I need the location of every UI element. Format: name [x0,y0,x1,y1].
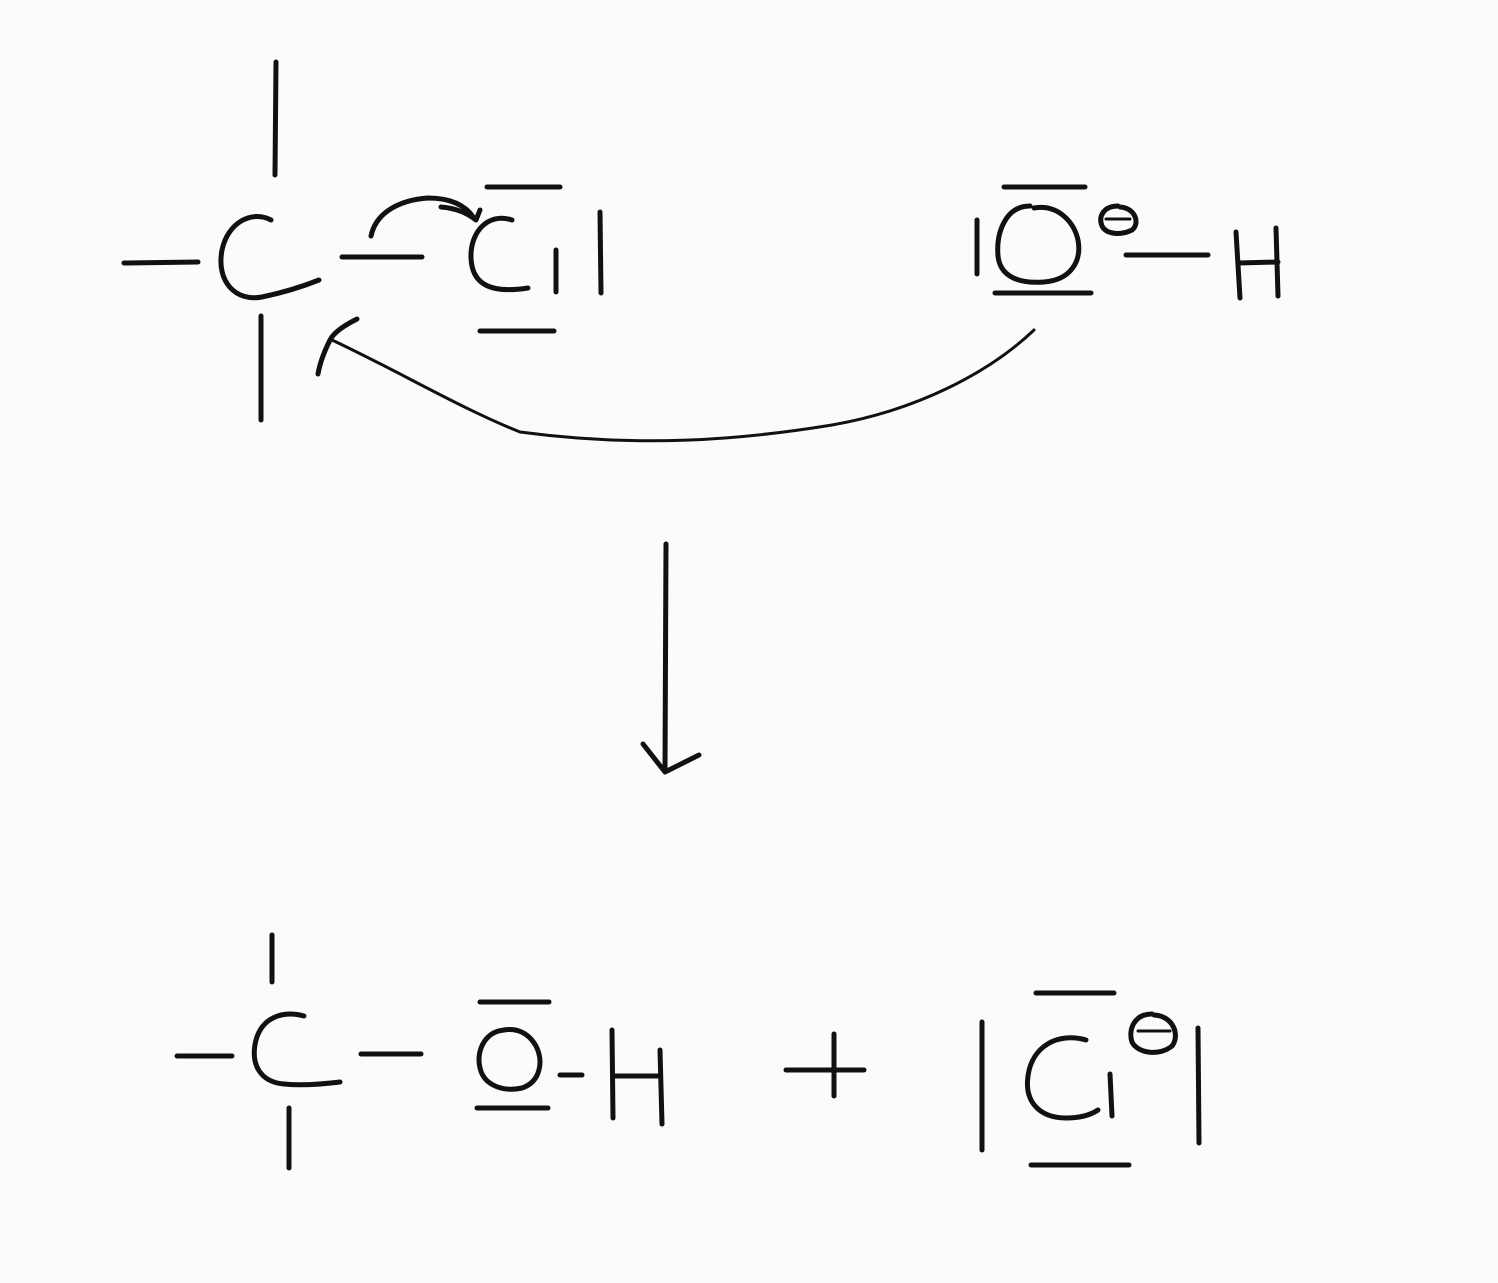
arrow-bond-to-chlorine [368,195,483,239]
chloride-negative-charge-icon [1128,1011,1178,1055]
reactant-chlorine [468,184,604,334]
product-carbon-center [174,932,343,1171]
product-chloride-ion [979,990,1202,1168]
arrow-nucleophilic-attack [315,316,1036,443]
reaction-arrow-icon [640,541,702,775]
product-oxygen-symbol [476,1027,543,1092]
product-hydroxyl [474,999,665,1127]
arrow-bond-to-chlorine-curve [368,195,477,239]
chloride-lone-pair-right [1195,1025,1202,1146]
reaction-arrow-shaft [662,541,669,773]
chloride-symbol-l [1107,1071,1115,1119]
hydrogen-symbol [1233,225,1281,301]
reactant-hydroxide [974,184,1281,301]
arrow-bond-to-chlorine-head [438,204,483,223]
charge-circle [1098,203,1139,236]
chloride-charge-circle [1128,1011,1178,1055]
hydroxide-negative-charge-icon [1098,203,1139,236]
arrow-attack-curve [330,328,1036,443]
product-carbon-symbol [251,1011,343,1088]
carbon-bond-up [272,59,279,178]
arrow-attack-head [315,316,360,377]
oxygen-symbol [995,203,1082,285]
carbon-bond-left [121,259,201,266]
plus-sign-icon [783,1031,867,1099]
chloride-symbol-c [1024,1035,1101,1121]
product-hydrogen-symbol [609,1027,665,1127]
reactant-carbon-center [121,59,322,423]
reaction-arrow-head [640,741,702,775]
chlorine-lone-pair-right [597,209,604,296]
carbon-symbol [218,214,322,301]
chlorine-symbol-c [468,215,531,293]
